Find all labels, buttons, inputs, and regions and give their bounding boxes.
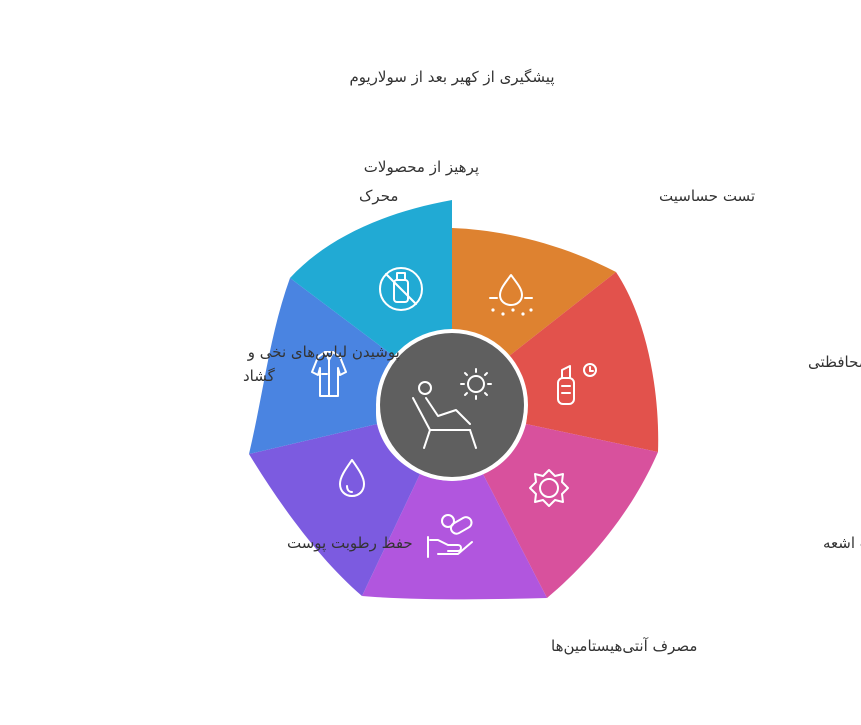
no-bottle-icon (379, 267, 423, 311)
label-line: پوشیدن لباس‌های نخی و (247, 343, 400, 362)
petal-reduce-exposure (483, 424, 658, 598)
segment-sensitivity-test (452, 228, 616, 360)
person-relaxing-under-sun-icon (412, 368, 492, 449)
segment-loose-clothing (249, 278, 399, 454)
pills-hand-icon (427, 514, 473, 558)
petal-loose-clothing (249, 278, 399, 454)
sunscreen-spray-icon (557, 363, 597, 405)
segment-protective-creams (504, 272, 659, 452)
petal-skin-hydration (249, 424, 420, 596)
petal-avoid-irritants (290, 200, 452, 360)
label-line: محرک (359, 187, 398, 205)
label-line: گشاد (243, 367, 276, 385)
segment-skin-hydration (249, 424, 420, 596)
label-loose-clothing: پوشیدن لباس‌های نخی و گشاد (243, 343, 400, 385)
petal-sensitivity-test (452, 228, 616, 360)
label-protective-creams: کرم‌های محافظتی (808, 353, 861, 371)
label-line: تست حساسیت (659, 187, 755, 205)
label-sensitivity-test: تست حساسیت (659, 187, 755, 205)
center-hub (376, 329, 528, 481)
segment-avoid-irritants (290, 200, 452, 360)
skin-droplet-icon (489, 274, 533, 316)
center-fill (380, 333, 524, 477)
sun-badge-icon (529, 469, 569, 507)
label-avoid-irritants: پرهیز از محصولات محرک (359, 158, 479, 205)
label-antihistamines: مصرف آنتی‌هیستامین‌ها (551, 637, 697, 655)
label-line: پرهیز از محصولات (364, 158, 479, 177)
diagram-title: پیشگیری از کهیر بعد از سولاریوم (349, 68, 554, 87)
label-line: مصرف آنتی‌هیستامین‌ها (551, 637, 697, 655)
segment-antihistamines (362, 474, 547, 600)
label-reduce-exposure: کاهش زمان و شدت اشعه (823, 534, 861, 552)
segment-reduce-exposure (483, 424, 658, 598)
petal-antihistamines (362, 474, 547, 600)
label-line: کاهش زمان و شدت اشعه (823, 534, 861, 552)
label-line: حفظ رطوبت پوست (287, 534, 413, 553)
label-skin-hydration: حفظ رطوبت پوست (287, 534, 413, 553)
shirt-icon (311, 351, 347, 397)
water-drop-icon (339, 459, 365, 497)
petal-protective-creams (504, 272, 659, 452)
label-line: کرم‌های محافظتی (808, 353, 861, 371)
